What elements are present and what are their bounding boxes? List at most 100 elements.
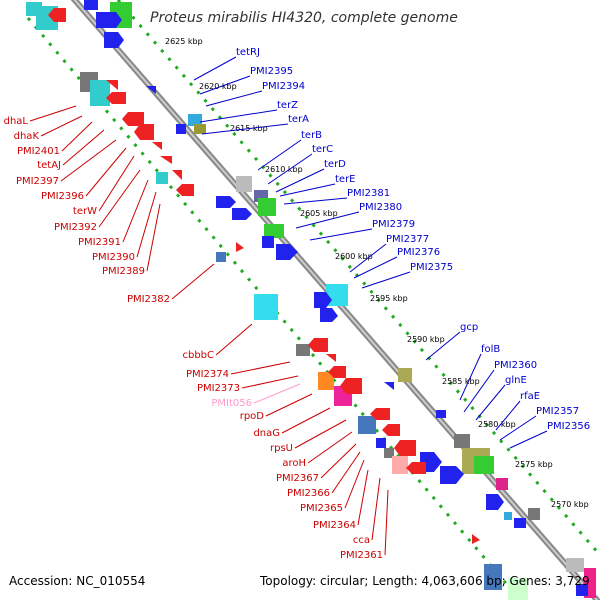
gene-block [262,236,274,248]
forward-leader-line [353,256,398,279]
gene-arrow [160,156,172,164]
gene-arrow [106,80,118,90]
gene-arrow [370,408,390,420]
forward-leader-line [499,415,537,441]
gene-block [216,252,226,262]
scale-tick-label: 2610 kbp [265,165,303,174]
gene-block [576,584,588,596]
forward-leader-line [475,384,506,421]
forward-leader-line [283,197,348,205]
gene-block [436,410,446,418]
gene-arrow [382,424,400,436]
forward-leader-line [201,123,289,135]
scale-tick-label: 2625 kbp [165,37,203,46]
reverse-gene-label: PMI2389 [102,266,145,277]
scale-tick-label: 2570 kbp [551,500,589,509]
accession-text: Accession: NC_010554 [9,574,146,588]
gene-block [454,434,470,448]
reverse-gene-label: PMI2373 [197,383,240,394]
reverse-gene-label: PMI2390 [92,252,135,263]
reverse-leader-line [331,451,361,494]
gene-arrow [134,124,154,140]
forward-leader-line [205,90,263,107]
scale-tick-label: 2575 kbp [515,460,553,469]
reverse-leader-line [146,203,161,272]
forward-gene-label: rfaE [520,391,540,402]
reverse-leader-line [357,469,369,526]
gene-block [254,294,278,320]
reverse-gene-label: PMI2391 [78,237,121,248]
gene-block [392,456,408,474]
forward-gene-label: folB [481,344,500,355]
reverse-gene-label: terW [73,206,97,217]
reverse-gene-label: dhaK [14,131,40,142]
reverse-gene-label: rpoD [240,411,265,422]
forward-leader-line [349,243,387,273]
forward-gene-label: terC [312,144,333,155]
forward-gene-label: terE [335,174,356,185]
scale-tick-label: 2580 kbp [478,420,516,429]
gene-arrow [486,494,504,510]
gene-arrow [394,440,416,456]
gene-block [318,372,334,390]
gene-arrow [232,208,252,220]
gene-arrow [122,112,144,126]
forward-gene-label: PMI2395 [250,66,293,77]
gene-arrow [104,32,124,48]
forward-leader-line [275,168,325,193]
forward-gene-label: PMI2356 [547,421,590,432]
reverse-gene-label: PMI2365 [300,503,343,514]
reverse-leader-line [60,139,117,182]
forward-leader-line [199,109,278,123]
gene-block [528,508,540,520]
reverse-leader-line [241,375,299,389]
gene-arrow [384,382,394,390]
gene-arrow [236,242,244,252]
gene-block [156,172,168,184]
reverse-leader-line [384,489,389,556]
reverse-leader-line [98,169,141,228]
gene-arrow [314,292,332,308]
gene-block [84,0,98,10]
reverse-leader-line [371,477,381,541]
forward-gene-label: PMI2379 [372,219,415,230]
gene-block [296,344,310,356]
scale-tick-label: 2590 kbp [407,335,445,344]
forward-gene-label: PMI2380 [359,202,402,213]
forward-leader-line [267,153,313,185]
gene-block [176,124,186,134]
reverse-leader-line [320,443,357,479]
gene-arrow [472,534,480,544]
gene-arrow [152,142,162,150]
forward-gene-label: terA [288,114,309,125]
forward-gene-label: PMI2375 [410,262,453,273]
forward-leader-line [199,75,251,95]
gene-block [236,176,252,192]
forward-gene-label: PMI2360 [494,360,537,371]
reverse-gene-label: PMI2392 [54,222,97,233]
forward-leader-line [361,271,411,289]
forward-gene-label: PMI2394 [262,81,305,92]
reverse-gene-label: PMI2397 [16,176,59,187]
reverse-gene-label: cca [353,535,370,546]
forward-leader-line [425,331,461,361]
gene-arrow [146,86,156,94]
gene-arrow [308,338,328,352]
scale-tick-label: 2595 kbp [370,294,408,303]
gene-arrow [176,184,194,196]
gene-arrow [406,462,426,474]
reverse-leader-line [265,393,313,417]
reverse-leader-line [85,147,127,197]
gene-arrow [328,366,346,378]
reverse-gene-labels: dhaLdhaKPMI2401tetAJPMI2397PMI2396terWPM… [4,105,389,561]
scale-tick-label: 2585 kbp [442,377,480,386]
reverse-leader-line [307,431,353,464]
forward-leader-line [279,183,336,197]
forward-gene-label: gcp [460,322,478,333]
reverse-gene-label: PMI2361 [340,550,383,561]
reverse-leader-line [230,361,291,375]
reverse-gene-label: PMI2366 [287,488,330,499]
reverse-gene-label: PMI2382 [127,294,170,305]
